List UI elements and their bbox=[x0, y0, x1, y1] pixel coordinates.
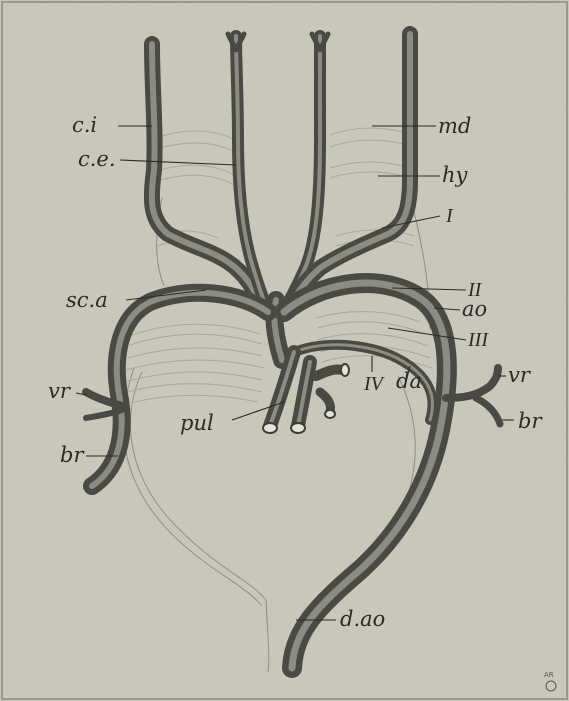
label-vr-left: vr bbox=[48, 379, 72, 403]
label-ce: c.e. bbox=[78, 147, 116, 171]
label-br-right: br bbox=[518, 409, 543, 433]
label-dao: d.ao bbox=[340, 607, 385, 631]
label-arch-i: I bbox=[445, 205, 454, 227]
label-pul: pul bbox=[180, 411, 214, 435]
label-ao: ao bbox=[462, 297, 487, 321]
label-hy: hy bbox=[442, 163, 469, 187]
label-vr-right: vr bbox=[508, 363, 532, 387]
label-arch-iii: III bbox=[467, 329, 489, 351]
label-sca: sc.a bbox=[66, 288, 108, 312]
label-ci: c.i bbox=[72, 113, 97, 137]
label-da: da bbox=[396, 369, 422, 393]
engraver-mark-text: AR bbox=[544, 671, 554, 679]
label-br-left: br bbox=[60, 443, 85, 467]
label-arch-iv: IV bbox=[363, 373, 386, 395]
label-md: md bbox=[438, 114, 471, 138]
